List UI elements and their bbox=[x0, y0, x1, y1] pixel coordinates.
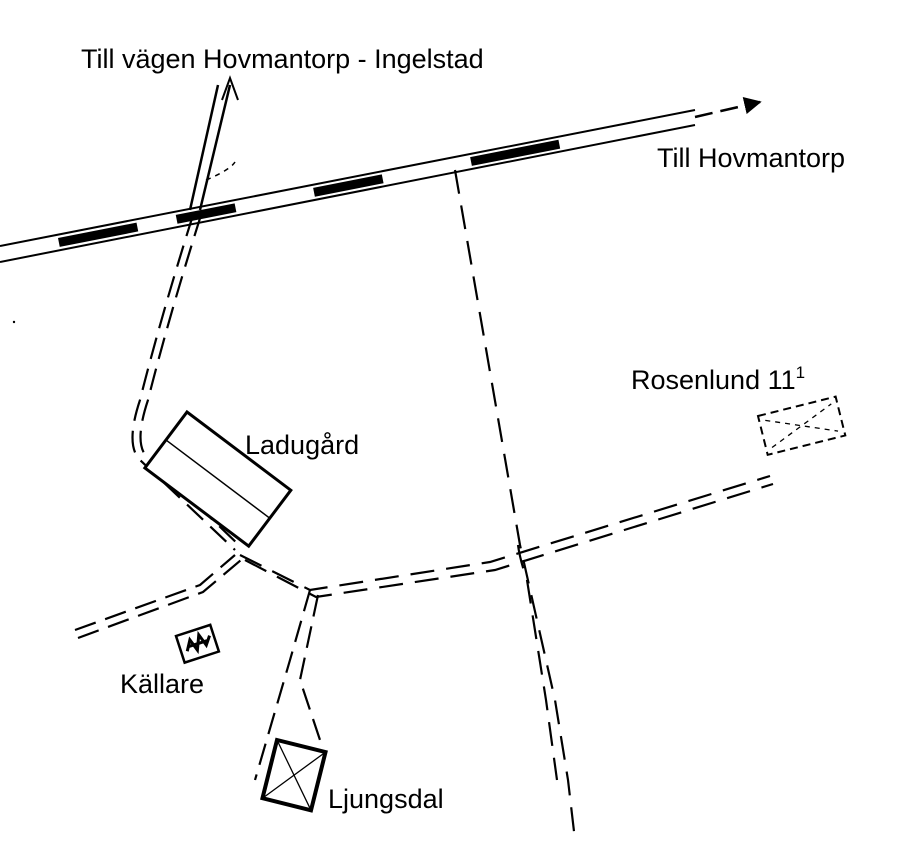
label-road-north: Till vägen Hovmantorp - Ingelstad bbox=[81, 44, 484, 74]
label-rosenlund-sup: 1 bbox=[795, 363, 806, 382]
label-rosenlund-text: Rosenlund 11 bbox=[631, 365, 796, 395]
label-ljungsdal: Ljungsdal bbox=[328, 784, 444, 814]
kallare-symbol bbox=[174, 623, 221, 665]
path-kallare bbox=[74, 554, 242, 640]
path-ljungsdal bbox=[253, 589, 322, 781]
ljungsdal-building bbox=[260, 737, 328, 813]
path-center bbox=[453, 169, 577, 841]
path-east bbox=[239, 474, 774, 599]
label-road-east: Till Hovmantorp bbox=[657, 143, 846, 173]
label-kallare: Källare bbox=[120, 669, 205, 699]
road-north bbox=[188, 75, 239, 211]
path-west bbox=[131, 214, 241, 551]
ladugard-building bbox=[142, 409, 293, 549]
label-ladugard: Ladugård bbox=[245, 430, 360, 460]
label-rosenlund: Rosenlund 111 bbox=[631, 364, 805, 395]
arrow-east bbox=[694, 97, 762, 119]
rosenlund-building bbox=[756, 395, 847, 457]
railway bbox=[0, 109, 696, 263]
